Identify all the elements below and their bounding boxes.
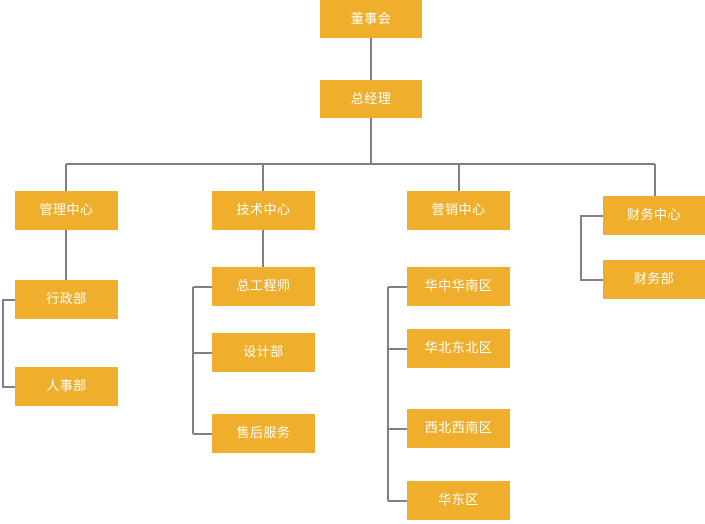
- node-label: 财务部: [633, 272, 675, 287]
- node-label: 财务中心: [626, 208, 681, 223]
- node-board[interactable]: 董事会: [320, 0, 422, 38]
- node-chief-engineer[interactable]: 总工程师: [212, 267, 315, 306]
- node-general-manager[interactable]: 总经理: [320, 80, 422, 118]
- node-region-central-south[interactable]: 华中华南区: [407, 267, 510, 306]
- node-label: 总工程师: [236, 279, 291, 294]
- node-after-sales-service[interactable]: 售后服务: [212, 414, 315, 453]
- node-label: 华北东北区: [424, 341, 493, 356]
- node-label: 售后服务: [236, 426, 291, 441]
- node-label: 西北西南区: [424, 421, 493, 436]
- node-label: 设计部: [243, 345, 284, 360]
- node-label: 总经理: [350, 91, 392, 107]
- node-finance-dept[interactable]: 财务部: [603, 260, 705, 299]
- node-administration-dept[interactable]: 行政部: [15, 280, 118, 319]
- node-label: 技术中心: [236, 203, 291, 218]
- connector-admin-to-hr: [2, 299, 15, 388]
- node-design-dept[interactable]: 设计部: [212, 333, 315, 372]
- connector-fin-to-fin-dept: [580, 215, 603, 281]
- node-label: 董事会: [350, 11, 392, 27]
- node-region-north-northeast[interactable]: 华北东北区: [407, 329, 510, 368]
- node-marketing-center[interactable]: 营销中心: [407, 191, 510, 230]
- node-hr-dept[interactable]: 人事部: [15, 367, 118, 406]
- node-label: 行政部: [46, 292, 87, 307]
- node-finance-center[interactable]: 财务中心: [603, 196, 705, 235]
- node-label: 人事部: [46, 379, 87, 394]
- node-label: 管理中心: [39, 203, 94, 218]
- node-region-northwest-southwest[interactable]: 西北西南区: [407, 409, 510, 448]
- node-management-center[interactable]: 管理中心: [15, 191, 118, 230]
- node-label: 华中华南区: [424, 279, 493, 294]
- node-technology-center[interactable]: 技术中心: [212, 191, 315, 230]
- node-label: 营销中心: [431, 203, 486, 218]
- node-label: 华东区: [438, 493, 479, 508]
- node-region-east[interactable]: 华东区: [407, 481, 510, 520]
